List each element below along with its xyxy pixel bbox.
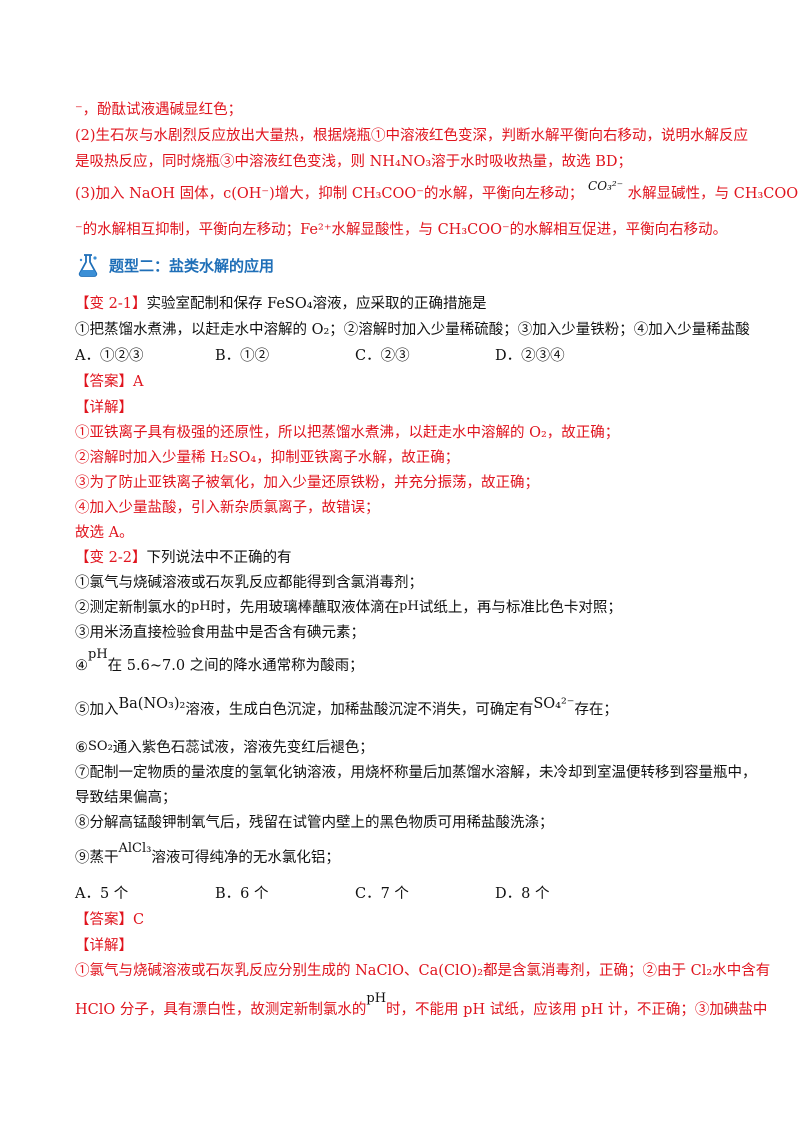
q21-items: ①把蒸馏水煮沸，以赶走水中溶解的 O₂；②溶解时加入少量稀硫酸；③加入少量铁粉；… bbox=[75, 322, 750, 338]
q22-option-b: B．6 个 bbox=[215, 886, 269, 902]
q21-detail-2: ②溶解时加入少量稀 H₂SO₄，抑制亚铁离子水解，故正确； bbox=[75, 450, 460, 466]
q21-tag: 【变 2-1】 bbox=[75, 296, 147, 312]
q22-answer: 【答案】C bbox=[75, 912, 145, 928]
q22-statement-3: ③用米汤直接检验食用盐中是否含有碘元素； bbox=[75, 625, 365, 641]
q22-statement-4: ④pH在 5.6~7.0 之间的降水通常称为酸雨； bbox=[75, 647, 740, 677]
section-title: 题型二：盐类水解的应用 bbox=[109, 256, 275, 275]
q22-tag: 【变 2-2】 bbox=[75, 550, 147, 566]
q22-s2-part-c: 试纸上，再与标准比色卡对照； bbox=[418, 600, 622, 616]
flask-icon bbox=[78, 254, 98, 277]
q21-detail-3: ③为了防止亚铁离子被氧化，加入少量还原铁粉，并充分振荡，故正确； bbox=[75, 475, 539, 491]
ph-symbol: pH bbox=[191, 599, 211, 614]
explanation-line-2: (2)生石灰与水剧烈反应放出大量热，根据烧瓶①中溶液红色变深，判断水解平衡向右移… bbox=[75, 128, 749, 144]
q21-stem-line: 【变 2-1】实验室配制和保存 FeSO₄溶液，应采取的正确措施是 bbox=[75, 294, 740, 314]
q21-detail-1: ①亚铁离子具有极强的还原性，所以把蒸馏水煮沸，以赶走水中溶解的 O₂，故正确； bbox=[75, 425, 620, 441]
q21-answer: 【答案】A bbox=[75, 374, 144, 390]
explanation-line-1: ⁻，酚酞试液遇碱显红色； bbox=[75, 102, 243, 118]
q21-detail-4: ④加入少量盐酸，引入新杂质氯离子，故错误； bbox=[75, 500, 380, 516]
ph-symbol: pH bbox=[88, 647, 108, 662]
q22-statement-8: ⑧分解高锰酸钾制氧气后，残留在试管内壁上的黑色物质可用稀盐酸洗涤； bbox=[75, 815, 554, 831]
ph-symbol: pH bbox=[366, 991, 387, 1006]
q22-statement-9: ⑨蒸干AlCl₃溶液可得纯净的无水氯化铝； bbox=[75, 841, 740, 869]
q22-s5-part-b: 溶液，生成白色沉淀，加稀盐酸沉淀不消失，可确定有 bbox=[185, 702, 534, 718]
explanation-line-4: (3)加入 NaOH 固体，c(OH⁻)增大，抑制 CH₃COO⁻的水解，平衡向… bbox=[75, 179, 798, 204]
explanation-line-5: ⁻的水解相互抑制，平衡向左移动；Fe²⁺水解显酸性，与 CH₃COO⁻的水解相互… bbox=[75, 222, 728, 238]
q21-option-c: C．②③ bbox=[355, 348, 410, 364]
q22-statement-2: ②测定新制氯水的pH时，先用玻璃棒蘸取液体滴在pH试纸上，再与标准比色卡对照； bbox=[75, 598, 740, 619]
q22-option-a: A．5 个 bbox=[75, 886, 129, 902]
sulfate-ion: SO₄²⁻ bbox=[533, 696, 575, 712]
q22-detail-2: HClO 分子，具有漂白性，故测定新制氯水的pH时，不能用 pH 试纸，应该用 … bbox=[75, 991, 767, 1021]
ph-symbol: pH bbox=[399, 599, 419, 614]
q22-d2-part-b: 时，不能用 pH 试纸，应该用 pH 计，不正确；③加碘盐中 bbox=[386, 1002, 768, 1018]
q22-option-d: D．8 个 bbox=[495, 886, 550, 902]
aluminum-chloride-formula: AlCl₃ bbox=[118, 841, 152, 856]
q22-s4-part-a: ④ bbox=[75, 658, 88, 674]
explanation-line-4-text: (3)加入 NaOH 固体，c(OH⁻)增大，抑制 CH₃COO⁻的水解，平衡向… bbox=[75, 186, 584, 202]
q22-statement-5: ⑤加入Ba(NO₃)₂溶液，生成白色沉淀，加稀盐酸沉淀不消失，可确定有SO₄²⁻… bbox=[75, 696, 740, 720]
q22-s5-part-c: 存在； bbox=[574, 702, 618, 718]
q21-stem: 实验室配制和保存 FeSO₄溶液，应采取的正确措施是 bbox=[146, 296, 487, 312]
q22-option-c: C．7 个 bbox=[355, 886, 409, 902]
q22-detail-tag: 【详解】 bbox=[75, 938, 133, 954]
q22-options: A．5 个 B．6 个 C．7 个 D．8 个 bbox=[75, 884, 740, 904]
q21-detail-tag: 【详解】 bbox=[75, 400, 133, 416]
q22-statement-1: ①氯气与烧碱溶液或石灰乳反应都能得到含氯消毒剂； bbox=[75, 575, 423, 591]
q22-s9-part-a: ⑨蒸干 bbox=[75, 850, 119, 866]
q22-statement-7a: ⑦配制一定物质的量浓度的氢氧化钠溶液，用烧杯称量后加蒸馏水溶解，未冷却到室温便转… bbox=[75, 765, 757, 781]
section-heading: 题型二：盐类水解的应用 bbox=[75, 252, 274, 278]
q22-s6-part-b: 通入紫色石蕊试液，溶液先变红后褪色； bbox=[112, 740, 374, 756]
q22-s4-part-b: 在 5.6~7.0 之间的降水通常称为酸雨； bbox=[107, 658, 364, 674]
q21-option-b: B．①② bbox=[215, 348, 270, 364]
q22-d2-part-a: HClO 分子，具有漂白性，故测定新制氯水的 bbox=[75, 1002, 367, 1018]
q22-s9-part-b: 溶液可得纯净的无水氯化铝； bbox=[151, 850, 340, 866]
barium-nitrate-formula: Ba(NO₃)₂ bbox=[118, 696, 186, 712]
q21-option-a: A．①②③ bbox=[75, 348, 144, 364]
q22-s2-part-a: ②测定新制氯水的 bbox=[75, 600, 191, 616]
q21-option-d: D．②③④ bbox=[495, 348, 565, 364]
q22-stem: 下列说法中不正确的有 bbox=[146, 550, 292, 566]
q22-stem-line: 【变 2-2】下列说法中不正确的有 bbox=[75, 548, 740, 568]
explanation-line-3: 是吸热反应，同时烧瓶③中溶液红色变浅，则 NH₄NO₃溶于水时吸收热量，故选 B… bbox=[75, 154, 633, 170]
q22-statement-7b: 导致结果偏高； bbox=[75, 790, 177, 806]
q22-statement-6: ⑥SO₂通入紫色石蕊试液，溶液先变红后褪色； bbox=[75, 738, 740, 759]
carbonate-formula: CO₃²⁻ bbox=[588, 179, 624, 193]
q22-detail-1: ①氯气与烧碱溶液或石灰乳反应分别生成的 NaClO、Ca(ClO)₂都是含氯消毒… bbox=[75, 963, 771, 979]
q22-s6-part-a: ⑥ bbox=[75, 740, 88, 756]
q22-s5-part-a: ⑤加入 bbox=[75, 702, 119, 718]
explanation-line-4b: 水解显碱性，与 CH₃COO bbox=[627, 186, 799, 202]
q22-s2-part-b: 时，先用玻璃棒蘸取液体滴在 bbox=[210, 600, 400, 616]
q21-conclusion: 故选 A。 bbox=[75, 525, 134, 541]
q21-options: A．①②③ B．①② C．②③ D．②③④ bbox=[75, 346, 740, 366]
sulfur-dioxide-formula: SO₂ bbox=[88, 739, 113, 754]
